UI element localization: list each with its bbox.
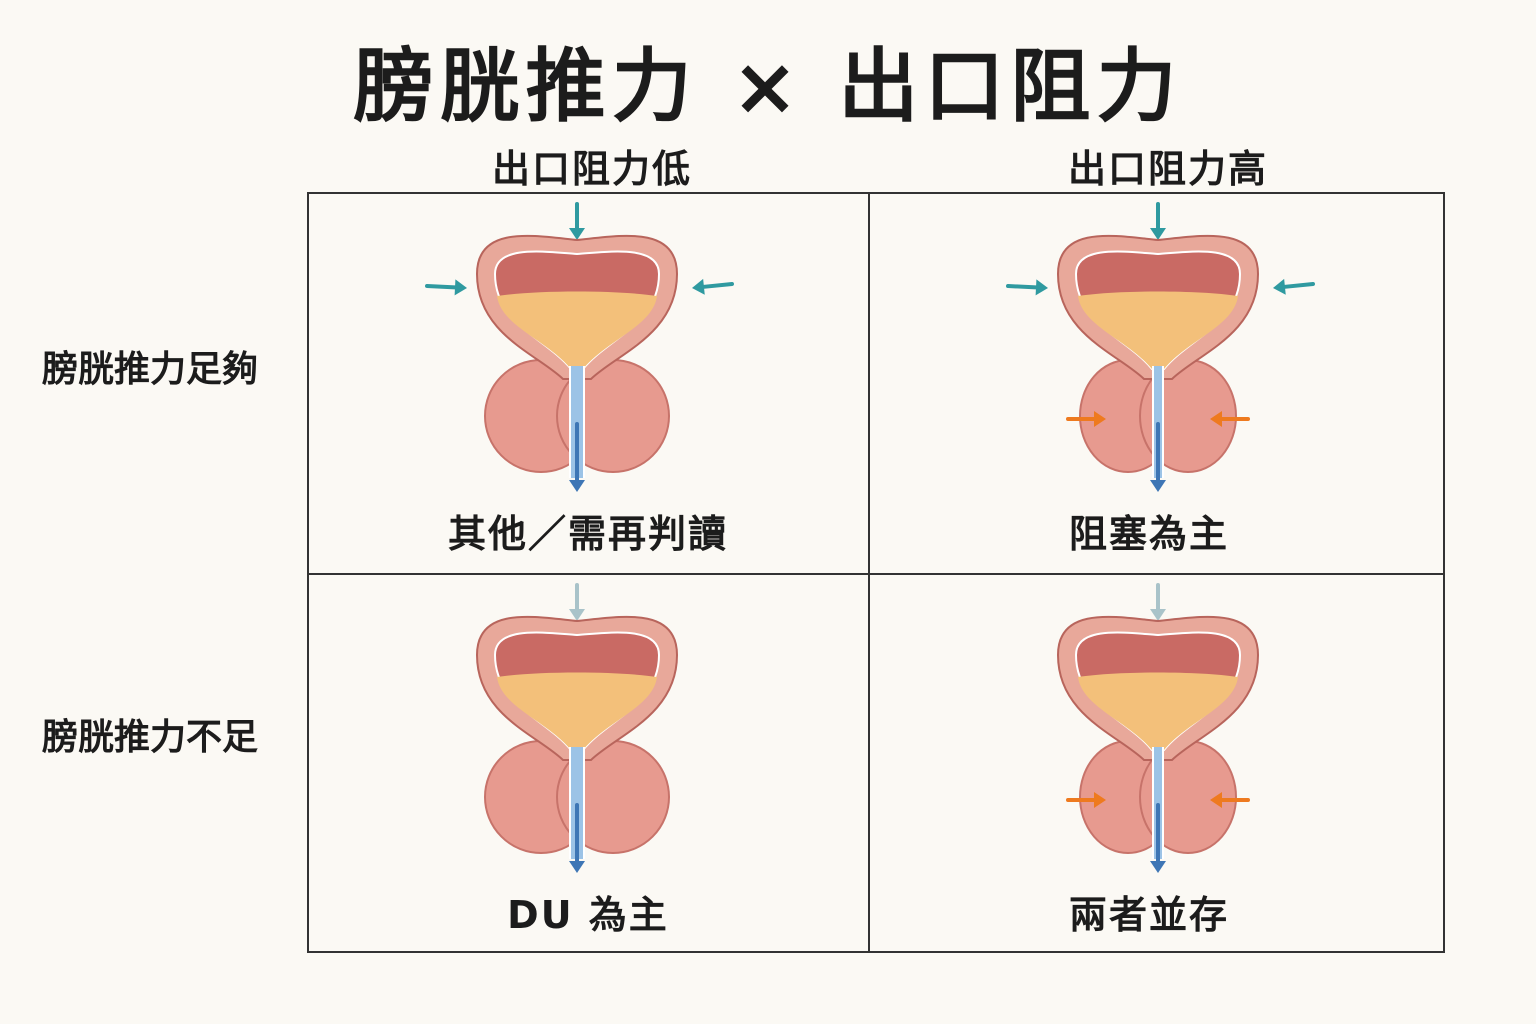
bladder-illustration <box>1056 583 1260 873</box>
quadrant-label: 兩者並存 <box>1068 893 1229 937</box>
column-header-high-resistance: 出口阻力高 <box>1067 147 1268 191</box>
push-arrow-right <box>1273 278 1315 295</box>
bladder-figure <box>1006 202 1315 492</box>
obstruction-arrow-left <box>1066 792 1106 808</box>
push-arrow-right <box>692 278 734 295</box>
urine-flow-arrow <box>569 422 585 492</box>
column-header-low-resistance: 出口阻力低 <box>491 147 692 191</box>
quadrant-weak-push-low-resistance: DU 為主 <box>309 575 867 953</box>
urine <box>1078 291 1238 369</box>
urine-flow-arrow <box>1150 422 1166 492</box>
push-arrow-top <box>1150 583 1166 621</box>
quadrant-strong-push-low-resistance: 其他／需再判讀 <box>309 194 867 572</box>
bladder-illustration <box>475 583 679 873</box>
obstruction-arrow-right <box>1210 411 1250 427</box>
obstruction-arrow-left <box>1066 411 1106 427</box>
push-arrow-left <box>425 279 467 296</box>
quadrant-weak-push-high-resistance: 兩者並存 <box>870 575 1428 953</box>
row-header-insufficient-push: 膀胱推力不足 <box>41 717 258 758</box>
push-arrow-top <box>1150 202 1166 240</box>
grid-divider-vertical <box>868 194 870 951</box>
quadrant-label: 阻塞為主 <box>1068 512 1229 556</box>
push-arrow-top <box>569 202 585 240</box>
bladder-figure <box>475 583 679 873</box>
urine-flow-arrow <box>569 803 585 873</box>
push-arrow-top <box>569 583 585 621</box>
push-arrow-left <box>1006 279 1048 296</box>
bladder-figure <box>1056 583 1260 873</box>
row-header-sufficient-push: 膀胱推力足夠 <box>41 349 258 390</box>
quadrant-label: 其他／需再判讀 <box>447 512 728 556</box>
urine <box>1078 672 1238 750</box>
quadrant-grid: 其他／需再判讀 阻塞為主 DU 為主 兩者並存 <box>307 192 1445 953</box>
quadrant-label: DU 為主 <box>507 893 669 937</box>
obstruction-arrow-right <box>1210 792 1250 808</box>
urine <box>497 291 657 369</box>
urine <box>497 672 657 750</box>
bladder-illustration <box>1006 202 1315 492</box>
bladder-illustration <box>425 202 734 492</box>
bladder-figure <box>425 202 734 492</box>
urine-flow-arrow <box>1150 803 1166 873</box>
grid-divider-horizontal <box>309 573 1443 575</box>
quadrant-strong-push-high-resistance: 阻塞為主 <box>870 194 1428 572</box>
page-title: 膀胱推力 × 出口阻力 <box>353 40 1183 133</box>
